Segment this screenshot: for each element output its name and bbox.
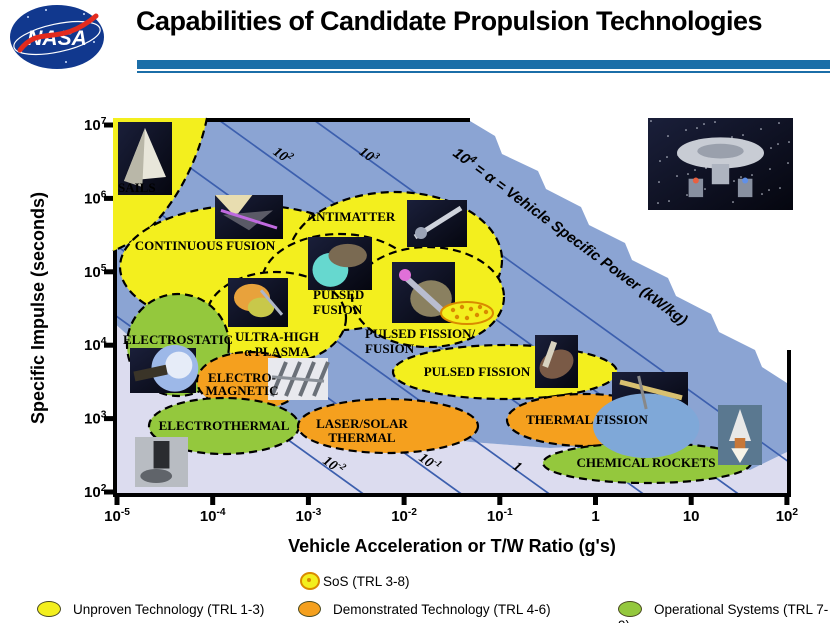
- photo-space_station: [268, 358, 330, 400]
- legend-item-operational: Operational Systems (TRL 7-9): [618, 601, 830, 623]
- y-axis-tick: [104, 122, 113, 128]
- y-axis-tick: [104, 342, 113, 348]
- photo-electrostatic_satellite: [130, 344, 199, 393]
- slide-title: Capabilities of Candidate Propulsion Tec…: [136, 6, 763, 36]
- y-tick-label: 107: [84, 116, 107, 134]
- x-axis-tick: [784, 497, 790, 505]
- region-label-electro_magnetic: ELECTRO-MAGNETIC: [206, 370, 279, 398]
- x-axis-title: Vehicle Acceleration or T/W Ratio (g's): [288, 536, 616, 556]
- photo-space_shuttle: [718, 405, 762, 465]
- photo-antimatter_rocket: [407, 200, 467, 247]
- region-label-sails: SAILS: [118, 180, 156, 195]
- sos-legend-dot: [307, 578, 311, 582]
- y-axis-tick: [104, 195, 113, 201]
- y-axis-tick: [104, 269, 113, 275]
- plot-frame: [113, 118, 791, 497]
- x-tick-label: 1: [591, 508, 599, 525]
- y-axis-title: Specific Impulse (seconds): [28, 192, 48, 424]
- x-tick-label: 10-4: [200, 507, 226, 525]
- region-laser_solar_thermal: [296, 397, 480, 455]
- photo-pulsed_fission_craft2: [535, 335, 578, 388]
- region-label-antimatter: ANTIMATTER: [307, 209, 396, 224]
- x-tick-label: 10-3: [296, 507, 322, 525]
- y-tick-label: 105: [84, 263, 107, 281]
- y-axis-tick: [104, 416, 113, 422]
- y-tick-label: 106: [84, 189, 107, 207]
- legend-swatch-demonstrated: [298, 601, 321, 618]
- region-label-pulsed_fission: PULSED FISSION: [424, 364, 531, 379]
- y-tick-label: 102: [84, 483, 107, 501]
- photo-thruster: [135, 437, 188, 487]
- x-tick-label: 10-2: [391, 507, 417, 525]
- y-tick-label: 103: [84, 410, 107, 428]
- sos-legend-label: SoS (TRL 3-8): [323, 574, 410, 589]
- title-underline-bar: [137, 60, 830, 69]
- legend-item-demonstrated: Demonstrated Technology (TRL 4-6): [298, 601, 551, 618]
- x-axis-tick: [210, 497, 216, 505]
- photo-plasma_spacecraft: [228, 278, 288, 327]
- sos-legend-symbol: [300, 572, 320, 590]
- x-axis-tick: [497, 497, 503, 505]
- legend-swatch-operational: [618, 601, 642, 618]
- photo-pulsed_fusion_craft: [308, 237, 372, 290]
- legend-label-demonstrated: Demonstrated Technology (TRL 4-6): [333, 601, 551, 617]
- region-label-pulsed_fission_fusion: PULSED FISSION/FUSION: [365, 326, 476, 356]
- legend-swatch-unproven: [37, 601, 61, 618]
- sos-marker: [440, 301, 494, 325]
- y-tick-label: 104: [84, 336, 107, 354]
- photo-fusion_vehicle: [215, 195, 283, 239]
- x-axis-tick: [688, 497, 694, 505]
- region-label-electrostatic: ELECTROSTATIC: [123, 332, 233, 347]
- region-label-electrothermal: ELECTROTHERMAL: [159, 418, 290, 433]
- legend-label-operational: Operational Systems (TRL 7-9): [618, 601, 829, 623]
- legend-item-unproven: Unproven Technology (TRL 1-3): [37, 601, 265, 618]
- x-tick-label: 10: [683, 508, 700, 525]
- legend-label-unproven: Unproven Technology (TRL 1-3): [73, 601, 265, 617]
- x-axis-tick: [593, 497, 598, 505]
- nasa-logo-stars: [20, 9, 95, 63]
- y-axis-tick: [104, 489, 113, 495]
- nasa-logo-swoosh: [17, 13, 99, 53]
- region-label-thermal_fission: THERMAL FISSION: [526, 412, 648, 427]
- x-axis-tick: [114, 497, 120, 505]
- nasa-logo-orbit: [13, 20, 101, 56]
- region-label-continuous_fusion: CONTINUOUS FUSION: [135, 238, 276, 253]
- title-underline-line: [137, 71, 830, 73]
- photo-starship_enterprise: [648, 118, 793, 210]
- x-tick-label: 102: [776, 507, 799, 525]
- nasa-logo: NASA: [6, 2, 108, 72]
- photo-thermal_fission_satellite: [593, 372, 700, 458]
- x-tick-label: 10-1: [487, 507, 513, 525]
- region-label-chemical_rockets: CHEMICAL ROCKETS: [576, 455, 715, 470]
- x-axis-tick: [401, 497, 407, 505]
- x-axis-tick: [305, 497, 311, 505]
- x-tick-label: 10-5: [104, 507, 130, 525]
- photo-solar_sail: [118, 122, 172, 195]
